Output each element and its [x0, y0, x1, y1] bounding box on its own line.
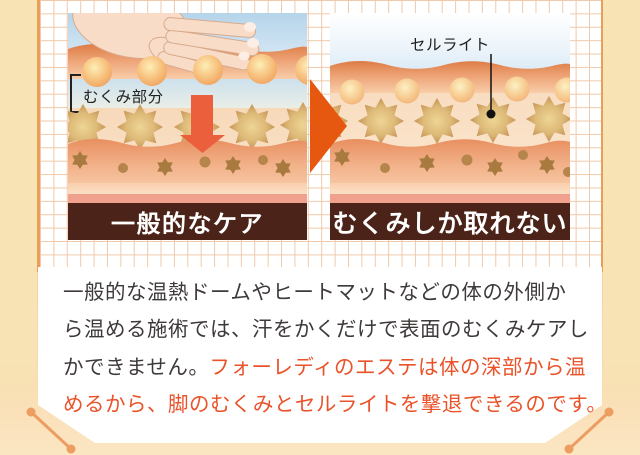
- description-text: 一般的な温熱ドームやヒートマットなどの体の外側から温める施術では、汗をかくだけで…: [63, 274, 608, 424]
- left-diagram-panel: むくみ部分 一般的なケア: [68, 13, 307, 240]
- pressure-down-arrow-icon: [180, 95, 225, 153]
- text-line: めるから、脚のむくみとセルライトを撃退できるのです。: [63, 393, 608, 417]
- deep-cellulite-icons: [334, 148, 570, 177]
- right-orange-rule: [600, 0, 603, 272]
- text-line: ら温める施術では、汗をかくだけで表面のむくみケアし: [63, 318, 589, 342]
- before-after-right-arrow-icon: [310, 79, 347, 173]
- text-line: かできません。フォーレディのエステは体の深部から温: [63, 355, 586, 379]
- swelling-droplet-icons: [82, 54, 307, 87]
- skin-cross-section-before: [68, 13, 307, 203]
- description-card: 一般的な温熱ドームやヒートマットなどの体の外側から温める施術では、汗をかくだけで…: [38, 267, 602, 443]
- left-orange-rule: [37, 0, 40, 272]
- text-line: 一般的な温熱ドームやヒートマットなどの体の外側か: [63, 281, 567, 304]
- swelling-area-label: むくみ部分: [83, 89, 164, 106]
- left-panel-caption: 一般的なケア: [68, 203, 307, 240]
- cellulite-label: セルライト: [409, 37, 490, 54]
- massaging-hand-icon: [72, 13, 260, 78]
- cellulite-pointer-dot-icon: [486, 109, 496, 119]
- right-cream-strip: [603, 0, 640, 420]
- skin-cross-section-after: [330, 13, 570, 203]
- right-panel-caption: むくみしか取れない: [330, 203, 570, 240]
- left-cream-strip: [0, 0, 37, 420]
- annotation-bracket: [70, 74, 81, 113]
- right-diagram-panel: セルライト むくみしか取れない: [330, 13, 570, 240]
- swelling-droplet-icons: [339, 76, 570, 105]
- deep-cellulite-icons: [72, 151, 291, 177]
